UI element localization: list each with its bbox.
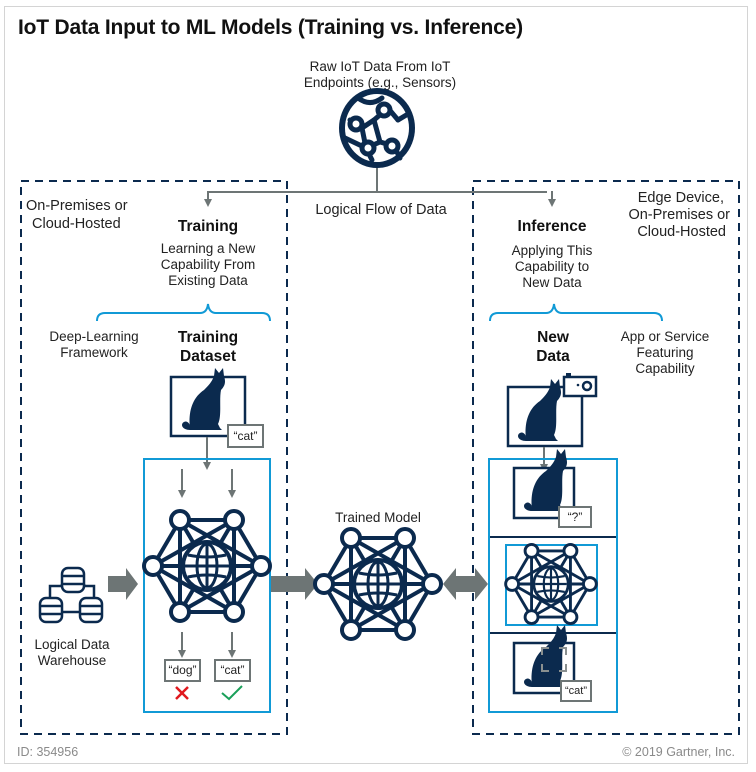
inference-bracket [489, 303, 663, 322]
logical-flow-connector [204, 168, 556, 207]
inference-zone-border [472, 180, 740, 735]
flow-label: Logical Flow of Data [315, 202, 447, 218]
iot-network-globe-icon [339, 88, 415, 168]
deep-learning-framework-box [143, 458, 271, 713]
trained-model-icon [313, 527, 443, 641]
focus-frame-icon [541, 647, 567, 672]
page-title: IoT Data Input to ML Models (Training vs… [18, 16, 523, 39]
figure-frame [4, 6, 748, 764]
arrow-right [108, 568, 138, 600]
warehouse-label: Logical Data Warehouse [22, 637, 122, 669]
warehouse-line: Logical Data [34, 637, 110, 652]
copyright: © 2019 Gartner, Inc. [622, 745, 735, 759]
source-label-line: Endpoints (e.g., Sensors) [303, 75, 457, 90]
source-label-line: Raw IoT Data From IoT [309, 59, 451, 74]
app-line: Featuring [636, 345, 694, 360]
training-location-label: On-Premises or Cloud-Hosted [26, 197, 128, 233]
location-line: On-Premises or [26, 198, 128, 214]
figure-id: ID: 354956 [17, 745, 79, 759]
new-data-line: New [537, 329, 569, 346]
inference-heading: Inference [517, 218, 587, 235]
inference-location-label: Edge Device, On-Premises or Cloud-Hosted [608, 190, 730, 241]
new-data-heading: New Data [508, 328, 598, 366]
training-description: Learning a New Capability From Existing … [148, 241, 268, 289]
training-zone-border [20, 180, 288, 735]
desc-line: Capability From [160, 257, 256, 272]
camera-icon [562, 373, 598, 398]
app-service-label: App or Service Featuring Capability [608, 329, 722, 377]
app-line: App or Service [620, 329, 710, 344]
database-cluster-icon [38, 566, 104, 624]
framework-line: Framework [60, 345, 128, 360]
dataset-tag: “cat” [227, 424, 264, 448]
desc-line: Capability to [514, 259, 590, 274]
location-line: On-Premises or [628, 207, 730, 223]
framework-line: Deep-Learning [49, 329, 139, 344]
training-dataset-image [169, 368, 247, 438]
desc-line: New Data [522, 275, 582, 290]
unknown-tag: “?” [558, 506, 592, 528]
result-tag: “cat” [560, 680, 592, 702]
check-icon [221, 685, 243, 701]
location-line: Cloud-Hosted [637, 224, 726, 240]
new-data-line: Data [536, 348, 570, 365]
location-line: Cloud-Hosted [32, 216, 121, 232]
neural-network-icon [504, 542, 598, 626]
desc-line: Applying This [511, 243, 593, 258]
training-heading: Training [177, 218, 239, 235]
location-line: Edge Device, [637, 190, 724, 206]
output-tag-cat: “cat” [214, 659, 251, 682]
app-service-box [488, 458, 618, 713]
framework-label: Deep-Learning Framework [36, 329, 152, 361]
bidirectional-arrow [443, 568, 488, 600]
app-line: Capability [635, 361, 695, 376]
inference-description: Applying This Capability to New Data [492, 243, 612, 291]
desc-line: Existing Data [168, 273, 248, 288]
dataset-line: Dataset [180, 348, 236, 365]
dataset-line: Training [177, 329, 239, 346]
output-tag-dog: “dog” [164, 659, 201, 682]
arrow-right [271, 568, 318, 600]
warehouse-line: Warehouse [37, 653, 107, 668]
neural-network-icon [142, 509, 272, 623]
new-data-image [506, 373, 598, 448]
training-bracket [96, 303, 271, 322]
source-label: Raw IoT Data From IoT Endpoints (e.g., S… [280, 59, 480, 91]
trained-model-label: Trained Model [335, 510, 421, 525]
x-icon [175, 686, 189, 700]
desc-line: Learning a New [160, 241, 256, 256]
training-dataset-heading: Training Dataset [158, 328, 258, 366]
